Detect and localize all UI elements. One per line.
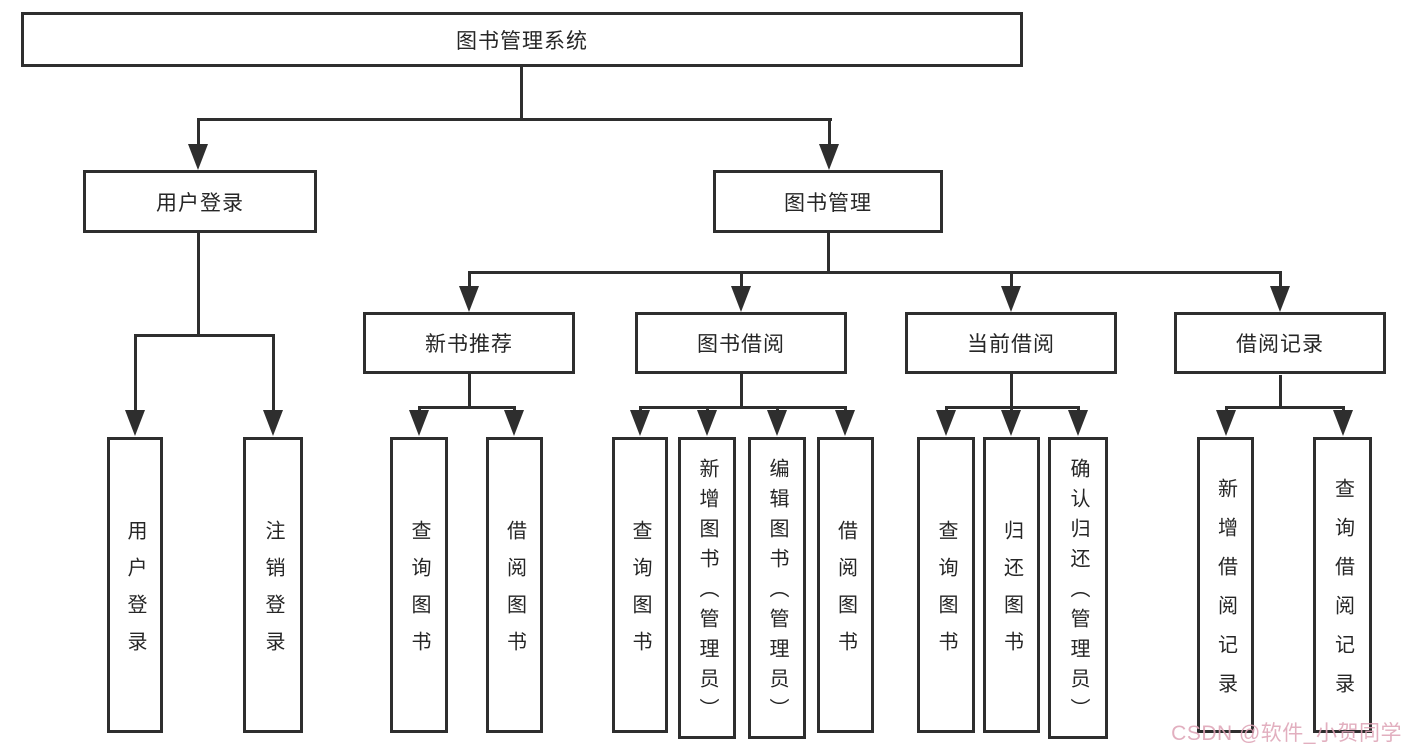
arrow-down-icon: [1001, 286, 1021, 312]
leaf-label: 借阅图书: [834, 519, 857, 668]
leaf-return-books: 归还图书: [983, 437, 1040, 733]
connector-user-login-down: [197, 233, 200, 334]
node-borrowing-records: 借阅记录: [1174, 312, 1386, 374]
leaf-label: 新增图书（管理员）: [696, 458, 718, 728]
arrow-down-icon: [731, 286, 751, 312]
connector-group-hline: [639, 406, 847, 409]
leaf-user-login: 用户登录: [107, 437, 163, 733]
node-label: 新书推荐: [425, 333, 513, 356]
node-new-book-recommend: 新书推荐: [363, 312, 575, 374]
leaf-label: 编辑图书（管理员）: [766, 458, 788, 728]
arrow-down-icon: [459, 286, 479, 312]
leaf-label: 归还图书: [1000, 519, 1023, 668]
leaf-label: 查询图书: [408, 519, 430, 668]
leaf-query-borrow-record: 查询借阅记录: [1313, 437, 1372, 733]
connector-group-stem: [468, 374, 471, 406]
leaf-add-borrow-record: 新增借阅记录: [1197, 437, 1254, 733]
arrow-down-icon: [819, 144, 839, 170]
leaf-confirm-return-admin: 确认归还（管理员）: [1048, 437, 1108, 739]
connector-user-login-hline: [134, 334, 275, 337]
leaf-logout: 注销登录: [243, 437, 303, 733]
connector-group-stem: [740, 374, 743, 406]
arrow-down-icon: [1068, 410, 1088, 436]
connector-branch-stem: [1010, 271, 1013, 287]
node-book-management: 图书管理: [713, 170, 943, 233]
leaf-edit-book-admin: 编辑图书（管理员）: [748, 437, 806, 739]
connector-group-stem: [1010, 374, 1013, 406]
connector-group-hline: [418, 406, 516, 409]
connector-group-hline: [1225, 406, 1345, 409]
connector-group-stem: [1279, 375, 1282, 406]
node-book-borrowing: 图书借阅: [635, 312, 847, 374]
arrow-down-icon: [1333, 410, 1353, 436]
connector-branch-stem: [740, 271, 743, 287]
connector-leaf-stem: [134, 334, 137, 412]
arrow-down-icon: [409, 410, 429, 436]
arrow-down-icon: [697, 410, 717, 436]
leaf-query-books: 查询图书: [612, 437, 668, 733]
leaf-label: 注销登录: [262, 519, 284, 668]
connector-level1-hline: [197, 118, 832, 121]
leaf-borrow-books: 借阅图书: [486, 437, 543, 733]
connector-user-login-stem: [197, 118, 200, 146]
arrow-down-icon: [125, 410, 145, 436]
leaf-query-books: 查询图书: [390, 437, 448, 733]
node-label: 图书借阅: [697, 333, 785, 356]
leaf-label: 用户登录: [124, 519, 146, 668]
leaf-borrow-books: 借阅图书: [817, 437, 874, 733]
leaf-label: 新增借阅记录: [1214, 477, 1237, 712]
node-current-borrowing: 当前借阅: [905, 312, 1117, 374]
arrow-down-icon: [1001, 410, 1021, 436]
arrow-down-icon: [504, 410, 524, 436]
leaf-label: 借阅图书: [503, 519, 526, 668]
node-label: 当前借阅: [967, 333, 1055, 356]
connector-branch-stem: [468, 271, 471, 287]
node-label: 用户登录: [156, 191, 244, 215]
leaf-query-books: 查询图书: [917, 437, 975, 733]
arrow-down-icon: [263, 410, 283, 436]
connector-root-stem: [520, 67, 523, 118]
connector-leaf-stem: [272, 334, 275, 412]
arrow-down-icon: [188, 144, 208, 170]
node-library-management-system: 图书管理系统: [21, 12, 1023, 67]
arrow-down-icon: [630, 410, 650, 436]
connector-branch-stem: [1279, 271, 1282, 287]
arrow-down-icon: [835, 410, 855, 436]
leaf-label: 确认归还（管理员）: [1067, 458, 1089, 728]
leaf-label: 查询借阅记录: [1331, 477, 1354, 712]
node-user-login: 用户登录: [83, 170, 317, 233]
node-label: 图书管理系统: [456, 29, 588, 53]
leaf-label: 查询图书: [935, 519, 957, 668]
arrow-down-icon: [767, 410, 787, 436]
connector-book-mgmt-stem: [828, 118, 831, 146]
arrow-down-icon: [1216, 410, 1236, 436]
node-label: 借阅记录: [1236, 333, 1324, 356]
leaf-add-book-admin: 新增图书（管理员）: [678, 437, 736, 739]
node-label: 图书管理: [784, 191, 872, 215]
watermark: CSDN @软件_小贺同学: [1171, 722, 1402, 745]
arrow-down-icon: [1270, 286, 1290, 312]
connector-level2-hline: [468, 271, 1282, 274]
connector-book-mgmt-down: [827, 233, 830, 271]
leaf-label: 查询图书: [629, 519, 651, 668]
arrow-down-icon: [936, 410, 956, 436]
